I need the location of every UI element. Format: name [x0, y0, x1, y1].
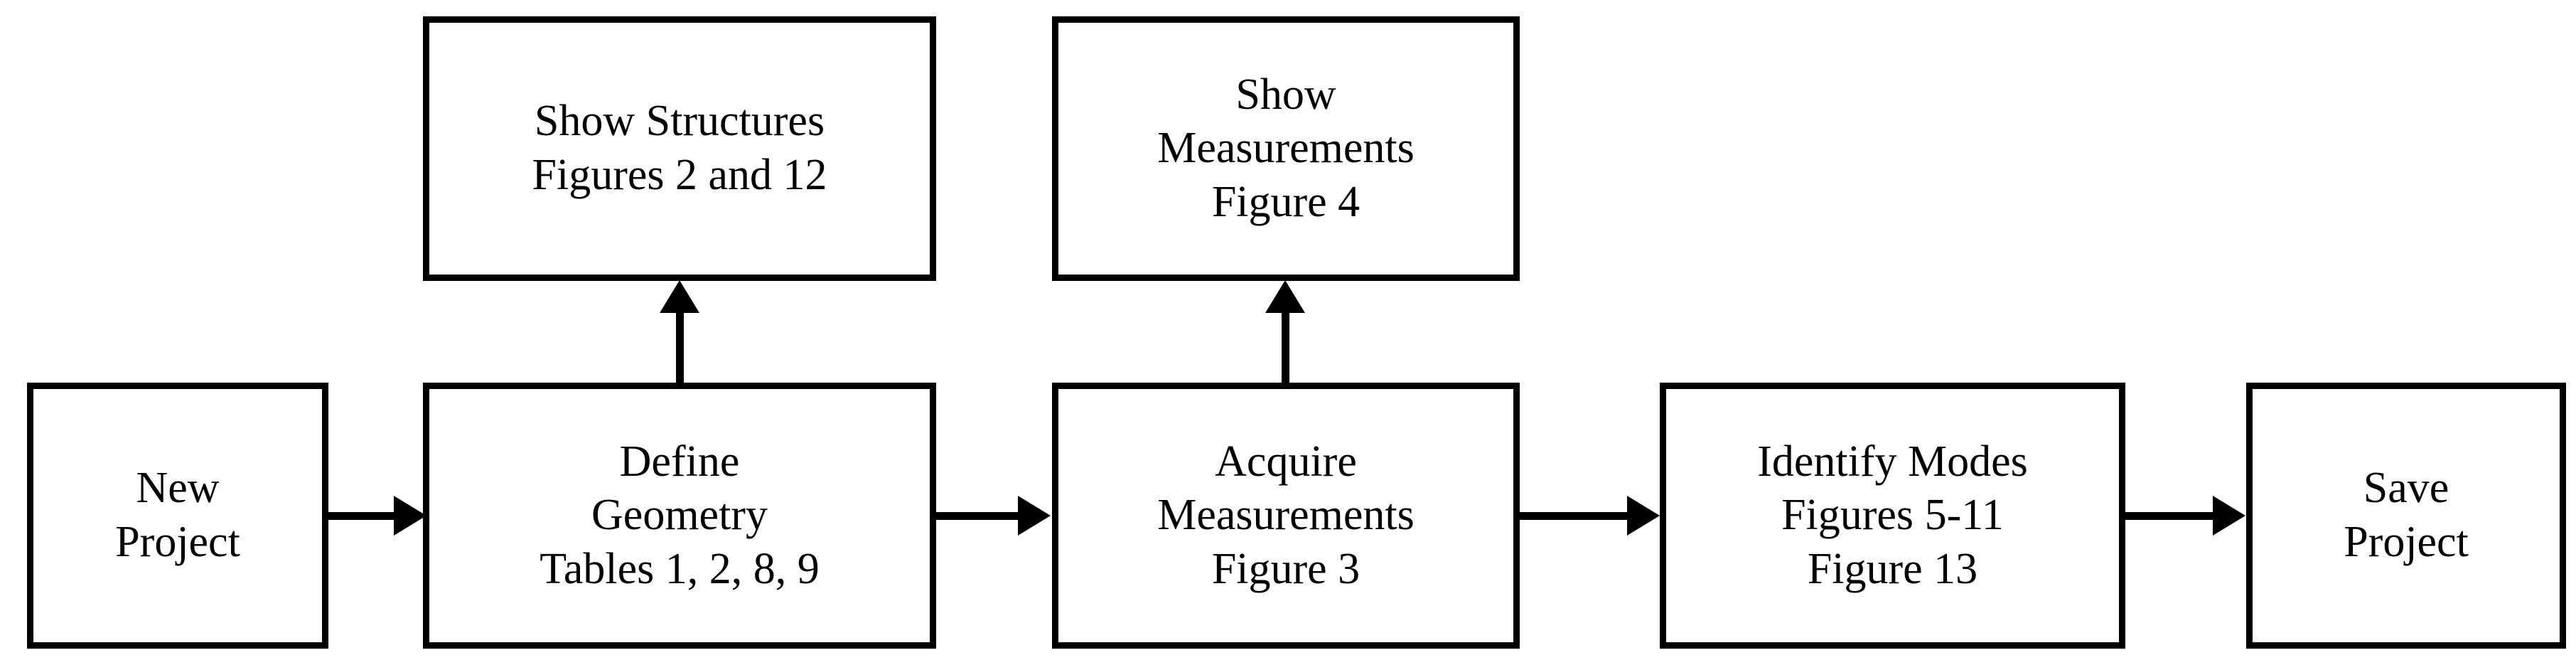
arrowhead-up-icon — [660, 280, 699, 313]
node-text-line: Identify Modes — [1757, 437, 2028, 486]
arrowhead-right-icon — [394, 496, 426, 536]
node-text-line: Tables 1, 2, 8, 9 — [540, 544, 820, 593]
connector-define-geometry-to-show-structures — [676, 312, 684, 385]
node-text-line: Geometry — [591, 491, 768, 540]
node-text-line: Show — [1235, 70, 1336, 119]
flow-node-save-project[interactable]: Save Project — [2246, 383, 2566, 649]
node-text-line: Figure 4 — [1211, 177, 1361, 226]
flow-node-acquire-measurements[interactable]: Acquire Measurements Figure 3 — [1052, 383, 1520, 649]
node-text-line: Show Structures — [534, 97, 825, 146]
node-text-line: Acquire — [1215, 437, 1357, 486]
node-text-line: Project — [2344, 518, 2469, 566]
node-text-line: Measurements — [1157, 124, 1415, 173]
flow-node-new-project[interactable]: New Project — [27, 383, 328, 649]
connector-identify-modes-to-save-project — [2125, 512, 2216, 520]
flow-node-show-structures[interactable]: Show Structures Figures 2 and 12 — [423, 16, 936, 281]
arrowhead-up-icon — [1265, 280, 1305, 313]
flow-node-define-geometry[interactable]: Define Geometry Tables 1, 2, 8, 9 — [423, 383, 936, 649]
flow-node-identify-modes[interactable]: Identify Modes Figures 5-11 Figure 13 — [1660, 383, 2125, 649]
flow-node-show-measurements[interactable]: Show Measurements Figure 4 — [1052, 16, 1520, 281]
node-text-line: Figures 5-11 — [1781, 491, 2004, 540]
arrowhead-right-icon — [1627, 496, 1660, 536]
arrowhead-right-icon — [2213, 496, 2245, 536]
node-text-line: Figure 3 — [1211, 544, 1361, 593]
connector-acquire-measurements-to-identify-modes — [1520, 512, 1630, 520]
connector-acquire-measurements-to-show-measurements — [1282, 312, 1289, 385]
connector-define-geometry-to-acquire-measurements — [936, 512, 1020, 520]
node-text-line: Measurements — [1157, 491, 1415, 540]
node-text-line: Figure 13 — [1807, 544, 1978, 593]
arrowhead-right-icon — [1018, 496, 1051, 536]
connector-new-project-to-define-geometry — [328, 512, 399, 520]
node-text-line: Define — [619, 437, 740, 486]
node-text-line: Figures 2 and 12 — [532, 151, 827, 199]
node-text-line: Save — [2363, 464, 2449, 513]
node-text-line: Project — [115, 518, 240, 566]
node-text-line: New — [136, 464, 220, 513]
